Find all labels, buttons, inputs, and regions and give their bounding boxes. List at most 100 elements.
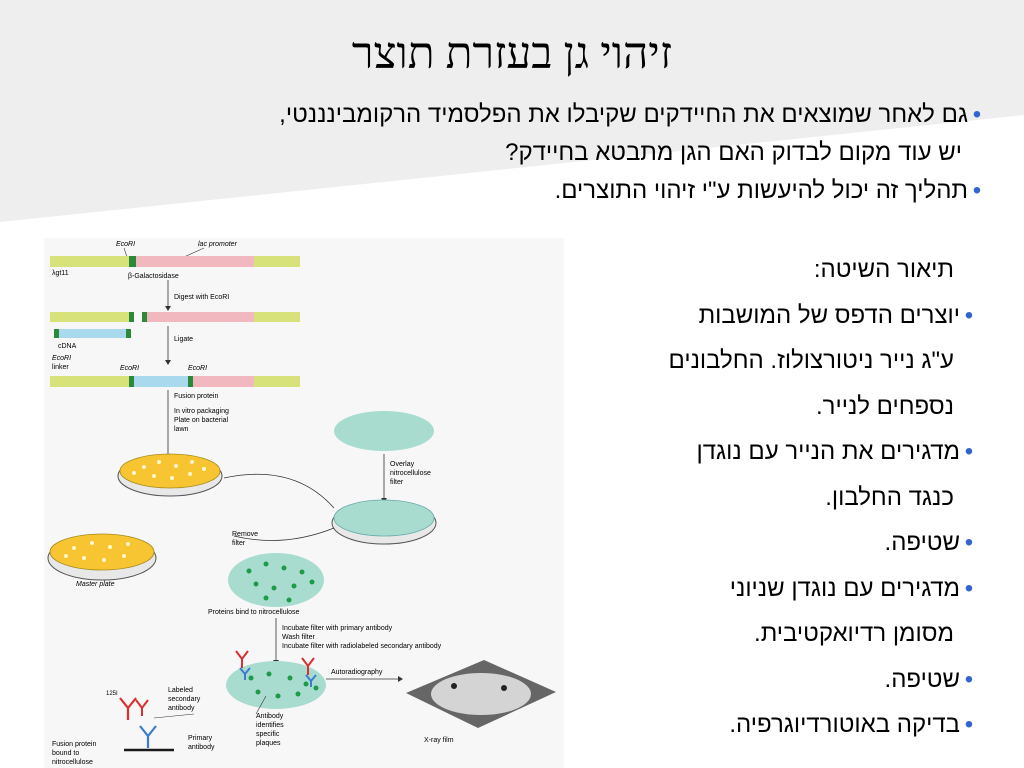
labeled-antibody-label: Labeled — [168, 687, 193, 694]
method-heading: תיאור השיטה: — [813, 256, 954, 283]
labeled-antibody-icon — [119, 697, 149, 720]
overlay-label: nitrocellulose — [390, 470, 431, 477]
ecori-site — [129, 376, 134, 387]
plaques — [64, 541, 130, 562]
method-line: •שטיפה. — [548, 657, 978, 703]
antibody-icon — [235, 650, 251, 680]
method-line: •מדגירים עם נוגדן שניוני — [548, 566, 978, 612]
overlay-label: filter — [390, 479, 404, 486]
master-plate-label: Master plate — [76, 581, 115, 588]
ecori-linker-label: EcoRI — [52, 355, 71, 362]
antibody-icon — [301, 657, 317, 687]
slide-title: זיהוי גן בעזרת תוצר — [351, 29, 673, 78]
remove-filter-label: Remove — [232, 531, 258, 538]
label-leader — [123, 247, 128, 258]
incubate-label: Incubate filter with radiolabeled second… — [282, 643, 442, 650]
fusion-bound-label: bound to — [52, 750, 79, 757]
ecori-linker — [126, 329, 131, 338]
vector-dna — [50, 376, 129, 387]
incubate-label: Wash filter — [282, 634, 315, 641]
intro-text: •גם לאחר שמוצאים את החיידקים שקיבלו את ה… — [6, 96, 986, 210]
bullet-icon: • — [972, 177, 982, 204]
lac-region — [147, 312, 254, 322]
cdna-fragment — [58, 329, 126, 338]
primary-antibody-label: Primary — [188, 735, 213, 742]
method-line-text: מסומן רדיואקטיבית. — [754, 620, 954, 647]
vector-dna — [50, 312, 129, 322]
film-spot — [451, 683, 457, 689]
method-line: ע"ג נייר ניטורצולוז. החלבונים — [548, 338, 978, 384]
fusion-protein-label: Fusion protein — [174, 393, 218, 400]
method-line-text: נספחים לנייר. — [816, 392, 954, 420]
method-line-text: יוצרים הדפס של המושבות — [698, 301, 960, 329]
ecori-site — [142, 312, 147, 322]
method-line-text: בדיקה באוטורדיוגרפיה. — [729, 711, 960, 738]
method-line-text: שטיפה. — [884, 529, 960, 556]
vector-dna — [254, 256, 300, 267]
bacterial-lawn — [119, 453, 221, 489]
method-line: •מדגירים את הנייר עם נוגדן — [548, 429, 978, 475]
ecori-site — [129, 256, 136, 267]
plaques — [132, 460, 206, 480]
packaging-label: lawn — [174, 426, 189, 433]
bullet-icon: • — [964, 665, 974, 693]
ecori-label: EcoRI — [120, 365, 139, 372]
nitrocellulose-filter — [226, 661, 326, 709]
arrow-head — [165, 360, 171, 365]
method-line-text: ע"ג נייר ניטורצולוז. החלבונים — [668, 347, 954, 374]
packaging-label: Plate on bacterial — [174, 417, 229, 424]
antibody-identifies-label: Antibody — [256, 713, 284, 720]
ligate-label: Ligate — [174, 336, 193, 343]
label-leader — [153, 713, 195, 719]
digest-label: Digest with EcoRI — [174, 294, 229, 301]
lac-promoter-label: lac promoter — [198, 241, 238, 248]
intro-line: •תהליך זה יכול להיעשות ע"י זיהוי התוצרים… — [6, 172, 986, 210]
arrow-head — [165, 306, 171, 311]
ecori-label: EcoRI — [116, 241, 135, 248]
bullet-icon: • — [964, 438, 974, 465]
proteins-bind-label: Proteins bind to nitrocellulose — [208, 609, 300, 616]
nitrocellulose-filter — [228, 553, 324, 607]
method-line-text: מדגירים את הנייר עם נוגדן — [696, 438, 961, 465]
lac-region — [136, 256, 254, 267]
beta-gal-label: β-Galactosidase — [128, 273, 179, 280]
ecori-site — [188, 376, 193, 387]
bullet-icon: • — [964, 711, 974, 738]
ecori-label: EcoRI — [188, 365, 207, 372]
bullet-icon: • — [972, 101, 982, 128]
vector-dna — [254, 312, 300, 322]
vector-dna — [50, 256, 129, 267]
method-line: •יוצרים הדפס של המושבות — [548, 293, 978, 339]
method-line: •שטיפה. — [548, 520, 978, 566]
labeled-antibody-label: secondary — [168, 696, 201, 703]
protein-spots — [246, 561, 315, 603]
method-line: מסומן רדיואקטיבית. — [548, 611, 978, 657]
protein-spots — [248, 671, 319, 699]
lambda-label: λgt11 — [52, 270, 69, 277]
method-line: כנגד החלבון. — [548, 475, 978, 521]
film-exposure — [431, 673, 531, 715]
method-line-text: מדגירים עם נוגדן שניוני — [729, 574, 960, 602]
fusion-bound-label: Fusion protein — [52, 741, 96, 748]
cdna-label: cDNA — [58, 343, 77, 350]
vector-dna — [254, 376, 300, 387]
film-spot — [501, 685, 507, 691]
bullet-icon: • — [964, 574, 974, 602]
antibody-identifies-label: plaques — [256, 740, 281, 747]
labeled-antibody-label: antibody — [168, 705, 195, 712]
bullet-icon: • — [964, 301, 974, 329]
primary-antibody-icon — [139, 725, 157, 748]
antibody-identifies-label: identifies — [256, 722, 284, 729]
bullet-icon: • — [964, 529, 974, 556]
ecori-linker — [54, 329, 59, 338]
label-leader — [255, 695, 267, 715]
curved-arrow — [233, 527, 335, 541]
ecori-site — [129, 312, 134, 322]
fusion-bound-label: nitrocellulose — [52, 759, 93, 766]
cloning-diagram: EcoRI lac promoter λgt11 β-Galactosidase… — [44, 238, 564, 768]
filter-on-plate — [333, 499, 435, 537]
arrow-head — [398, 676, 403, 682]
lac-region — [193, 376, 254, 387]
method-line-text: כנגד החלבון. — [825, 483, 954, 511]
